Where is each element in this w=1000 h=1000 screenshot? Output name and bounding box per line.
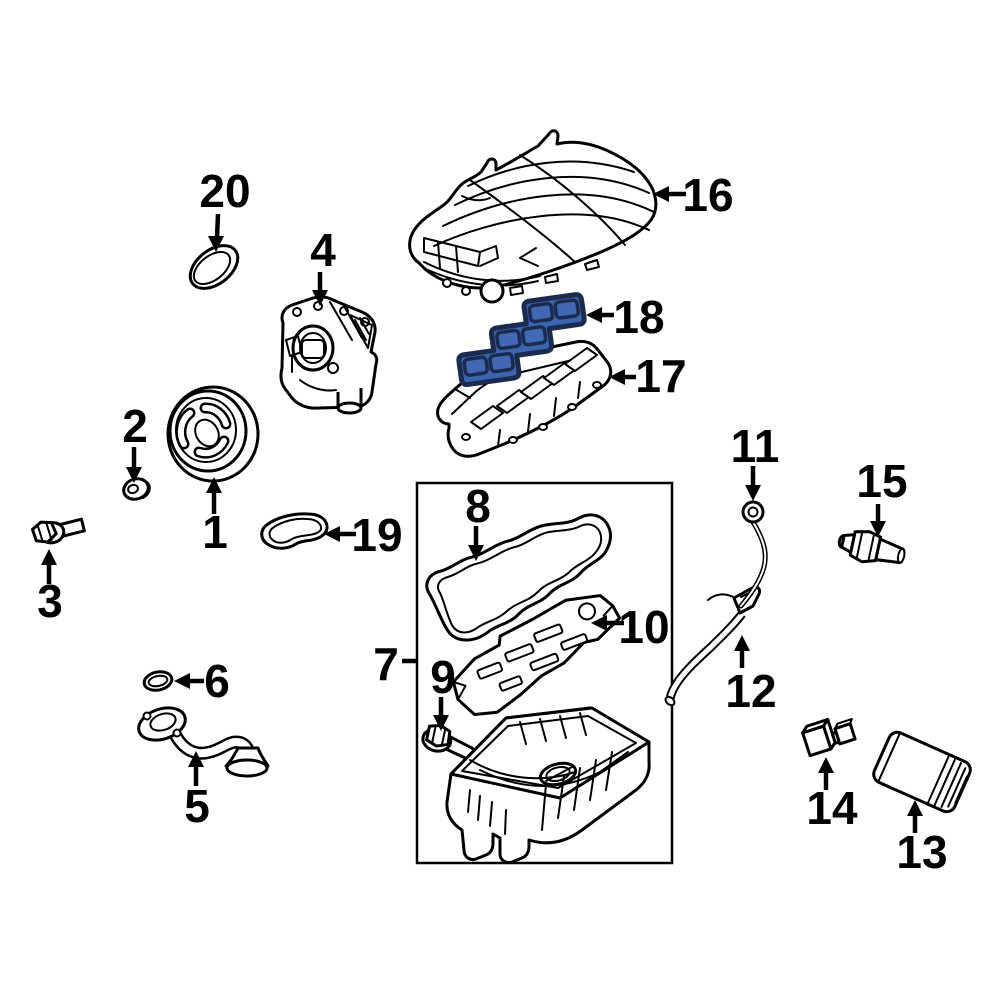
callout-7[interactable]: 7 bbox=[373, 638, 416, 690]
callout-14[interactable]: 14 bbox=[806, 757, 858, 834]
callout-9-number: 9 bbox=[430, 651, 456, 703]
callout-12[interactable]: 12 bbox=[725, 635, 777, 717]
leader-arrow-icon bbox=[734, 635, 750, 668]
leader-arrow-icon bbox=[591, 615, 624, 631]
part-6-pickup-tube-o-ring[interactable] bbox=[142, 669, 174, 692]
leader-arrow-icon bbox=[324, 526, 356, 542]
leader-arrow-icon bbox=[433, 697, 449, 731]
callout-13-number: 13 bbox=[896, 826, 947, 878]
callout-1[interactable]: 1 bbox=[202, 477, 228, 558]
callout-3[interactable]: 3 bbox=[37, 549, 63, 627]
callout-5-number: 5 bbox=[184, 780, 210, 832]
callout-2-number: 2 bbox=[122, 400, 148, 452]
callout-11[interactable]: 11 bbox=[731, 420, 780, 501]
leader-arrow-icon bbox=[818, 757, 834, 790]
callout-17-number: 17 bbox=[635, 350, 686, 402]
callout-16-number: 16 bbox=[682, 169, 733, 221]
callout-18-number: 18 bbox=[613, 291, 664, 343]
leader-arrow-icon bbox=[907, 800, 923, 833]
leader-arrow-icon bbox=[653, 186, 686, 202]
leader-arrow-icon bbox=[609, 369, 636, 385]
callout-10-number: 10 bbox=[618, 601, 669, 653]
callout-16[interactable]: 16 bbox=[653, 169, 734, 221]
callout-4[interactable]: 4 bbox=[310, 224, 336, 306]
leader-arrow-icon bbox=[468, 526, 484, 561]
part-18-intake-manifold-gasket-highlighted[interactable] bbox=[452, 292, 591, 388]
leader-arrow-icon bbox=[870, 504, 886, 537]
part-19-front-cover-gasket[interactable] bbox=[260, 512, 329, 550]
callout-14-number: 14 bbox=[806, 782, 858, 834]
leader-arrow-icon bbox=[586, 307, 614, 323]
part-14-oil-pressure-sensor[interactable] bbox=[801, 712, 858, 758]
leader-arrow-icon bbox=[174, 673, 204, 689]
callout-17[interactable]: 17 bbox=[609, 350, 687, 402]
callout-9[interactable]: 9 bbox=[430, 651, 456, 731]
part-20-front-cover-seal[interactable] bbox=[182, 237, 245, 297]
leader-arrow-icon bbox=[745, 466, 761, 501]
callout-7-number: 7 bbox=[373, 638, 399, 690]
callout-6[interactable]: 6 bbox=[174, 655, 230, 707]
leader-arrow-icon bbox=[312, 272, 328, 306]
leader-arrow-icon bbox=[41, 549, 57, 584]
callout-1-number: 1 bbox=[202, 506, 228, 558]
callout-8[interactable]: 8 bbox=[465, 480, 491, 561]
callout-5[interactable]: 5 bbox=[184, 751, 210, 832]
callout-2[interactable]: 2 bbox=[122, 400, 148, 483]
leader-arrow-icon bbox=[188, 751, 204, 786]
callout-8-number: 8 bbox=[465, 480, 491, 532]
callout-20-number: 20 bbox=[199, 165, 250, 217]
part-2-pulley-washer[interactable] bbox=[121, 476, 151, 503]
leader-arrow-icon bbox=[206, 477, 222, 514]
callout-18[interactable]: 18 bbox=[586, 291, 665, 343]
callout-10[interactable]: 10 bbox=[591, 601, 670, 653]
group-7-box bbox=[415, 481, 674, 865]
callout-19[interactable]: 19 bbox=[324, 509, 403, 561]
callout-15-number: 15 bbox=[856, 455, 907, 507]
callout-13[interactable]: 13 bbox=[896, 800, 948, 878]
callout-12-number: 12 bbox=[725, 665, 776, 717]
callout-19-number: 19 bbox=[351, 509, 402, 561]
callout-15[interactable]: 15 bbox=[856, 455, 908, 537]
part-15-oil-level-sensor[interactable] bbox=[836, 526, 907, 570]
callout-20[interactable]: 20 bbox=[199, 165, 251, 252]
part-11-oil-dipstick[interactable] bbox=[738, 500, 768, 609]
part-9-oil-pan-bolt[interactable] bbox=[421, 722, 479, 761]
callout-11-number: 11 bbox=[731, 420, 780, 472]
part-5-oil-pickup-tube[interactable] bbox=[135, 702, 270, 778]
part-10-oil-pan-baffle[interactable] bbox=[439, 585, 636, 724]
part-4-oil-pump[interactable] bbox=[279, 295, 379, 415]
part-1-crankshaft-pulley[interactable] bbox=[166, 385, 260, 483]
part-3-pulley-bolt[interactable] bbox=[30, 512, 86, 546]
part-13-oil-filter[interactable] bbox=[871, 729, 973, 814]
part-16-upper-intake-manifold[interactable] bbox=[408, 129, 658, 304]
leader-arrow-icon bbox=[208, 213, 224, 252]
part-7-oil-pan[interactable] bbox=[445, 706, 651, 864]
leader-arrow-icon bbox=[126, 447, 142, 483]
callout-6-number: 6 bbox=[204, 655, 230, 707]
callout-4-number: 4 bbox=[310, 224, 336, 276]
